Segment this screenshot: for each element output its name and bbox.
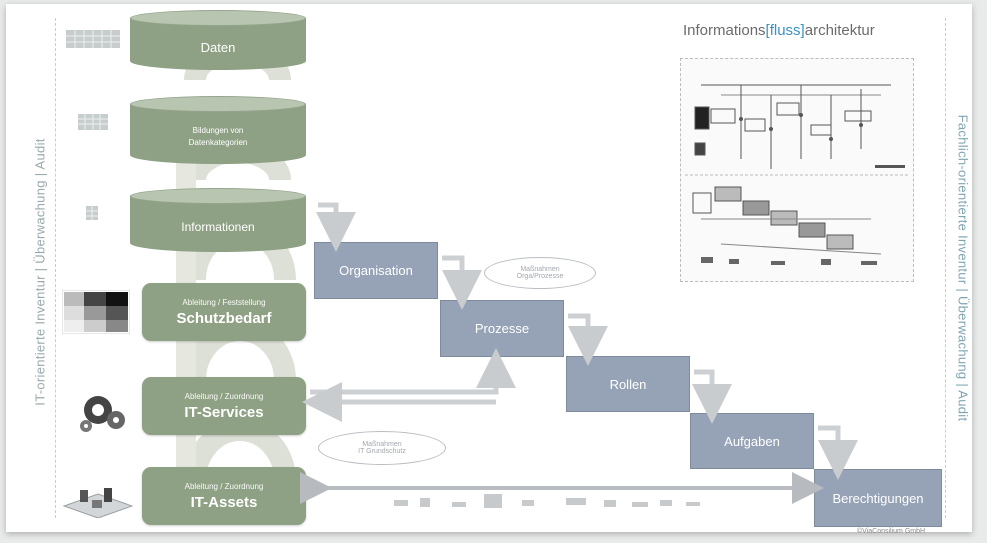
box-sublabel: Ableitung / Zuordnung [184, 391, 264, 401]
oval-line2: Orga/Prozesse [516, 273, 564, 280]
box-label-schutzbedarf: Schutzbedarf [176, 309, 272, 327]
left-dashed-line [55, 18, 56, 518]
box-sublabel: Ableitung / Zuordnung [184, 481, 264, 491]
oval-line1: Maßnahmen [362, 441, 402, 448]
cylinder-label-informationen: Informationen [181, 220, 255, 234]
step-rollen: Rollen [566, 356, 690, 412]
box-sublabel: Ableitung / Feststellung [182, 297, 266, 307]
data-grid-icon-medium [78, 114, 108, 130]
copyright-text: ©ViaConsilium GmbH [857, 528, 926, 535]
diagram-title: Informations[fluss]architektur [683, 22, 875, 39]
cylinder-body: Informationen [130, 196, 306, 252]
cylinder-body: Daten [130, 18, 306, 70]
risk-matrix-icon [62, 290, 130, 334]
architecture-thumbnail [680, 58, 914, 282]
title-prefix: Informations [683, 22, 766, 39]
oval-line1: Maßnahmen [520, 266, 560, 273]
box-schutzbedarf: Ableitung / Feststellung Schutzbedarf [142, 283, 306, 341]
cylinder-top [130, 96, 306, 112]
title-accent: [fluss] [765, 22, 805, 39]
box-label-it-services: IT-Services [184, 403, 264, 421]
oval-line2: IT Grundschutz [358, 448, 406, 455]
gears-icon [80, 396, 125, 432]
it-assets-icon [62, 488, 134, 518]
cylinder-label-daten: Daten [200, 39, 236, 55]
cylinder-label-datenkategorien: Bildungen von Datenkategorien [188, 126, 248, 147]
cylinder-body: Bildungen von Datenkategorien [130, 104, 306, 164]
data-grid-icon-large [66, 30, 120, 48]
box-label-it-assets: IT-Assets [190, 493, 258, 511]
data-grid-icon-small [86, 206, 98, 220]
cylinder-top [130, 10, 306, 26]
box-it-services: Ableitung / Zuordnung IT-Services [142, 377, 306, 435]
oval-massnahmen-orga: Maßnahmen Orga/Prozesse [484, 257, 596, 289]
box-it-assets: Ableitung / Zuordnung IT-Assets [142, 467, 306, 525]
title-suffix: architektur [804, 22, 875, 39]
cylinder-top [130, 188, 306, 204]
right-dashed-line [945, 18, 946, 518]
architecture-thumbnail-image [685, 84, 909, 265]
oval-massnahmen-it: Maßnahmen IT Grundschutz [318, 431, 446, 465]
